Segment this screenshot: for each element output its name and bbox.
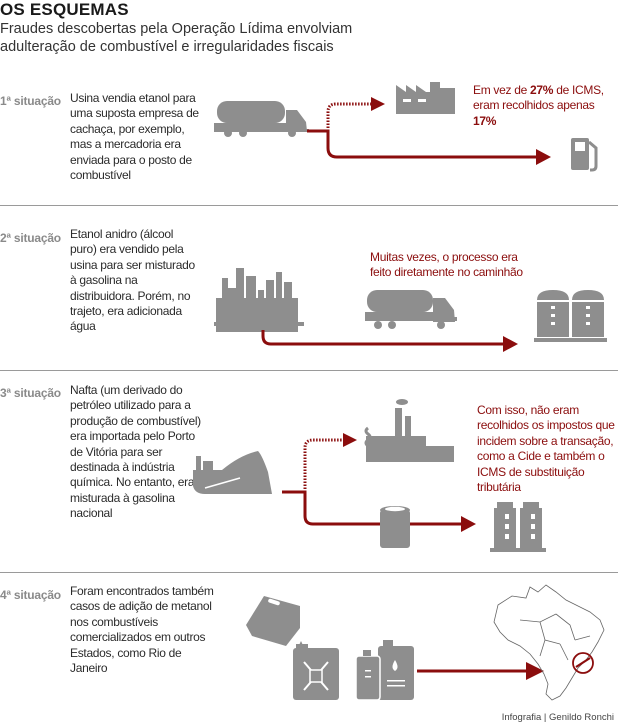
situation-1-text: Usina vendia etanol para uma suposta emp… [70,91,199,183]
oil-bottle-icon [355,640,414,701]
icms-collected-rate: 17% [473,113,497,128]
tanker-truck-icon [214,101,309,137]
section-divider [0,370,618,371]
factory-icon [396,82,455,114]
jerrycan-icon [293,644,339,700]
tanker-truck-icon [365,290,457,329]
situation-4-text: Foram encontrados também casos de adição… [70,584,214,676]
situation-3-text: Nafta (um derivado do petróleo utilizado… [70,383,201,521]
ship-icon [193,451,272,494]
situation-3-note: Com isso, não eram recolhidos os imposto… [477,403,615,495]
flow-arrow-dotted [307,97,385,133]
section-divider [0,572,618,573]
infographic-subtitle: Fraudes descobertas pela Operação Lídima… [0,21,353,55]
brazil-map-icon [493,584,605,701]
flow-arrow-solid [303,492,476,532]
flow-arrow-solid [261,330,518,352]
situation-2-note: Muitas vezes, o processo era feito diret… [370,250,523,280]
situation-1-label: 1ª situação [0,94,61,108]
situation-1-note: Em vez de 27% de ICMS, eram recolhidos a… [473,83,604,128]
refinery-icon [214,268,304,332]
barrel-icon [380,506,410,548]
icms-expected-rate: 27% [530,83,554,97]
fuel-pump-icon [571,138,598,172]
situation-4-label: 4ª situação [0,588,61,602]
situation-2-label: 2ª situação [0,231,61,245]
pouring-canister-icon [246,596,303,648]
credit-line: Infografia | Genildo Ronchi [501,712,614,723]
situation-3-label: 3ª situação [0,386,61,400]
chemical-plant-icon [364,399,454,462]
section-divider [0,205,618,206]
rio-de-janeiro-highlight [572,652,594,674]
flow-arrow-solid [326,131,551,165]
storage-tanks-icon [490,502,546,552]
flow-arrow-dotted [282,433,357,494]
flow-arrow-solid [417,662,544,680]
storage-tanks-icon [534,290,607,342]
situation-2-text: Etanol anidro (álcool puro) era vendido … [70,227,195,334]
infographic-title: OS ESQUEMAS [0,0,129,19]
